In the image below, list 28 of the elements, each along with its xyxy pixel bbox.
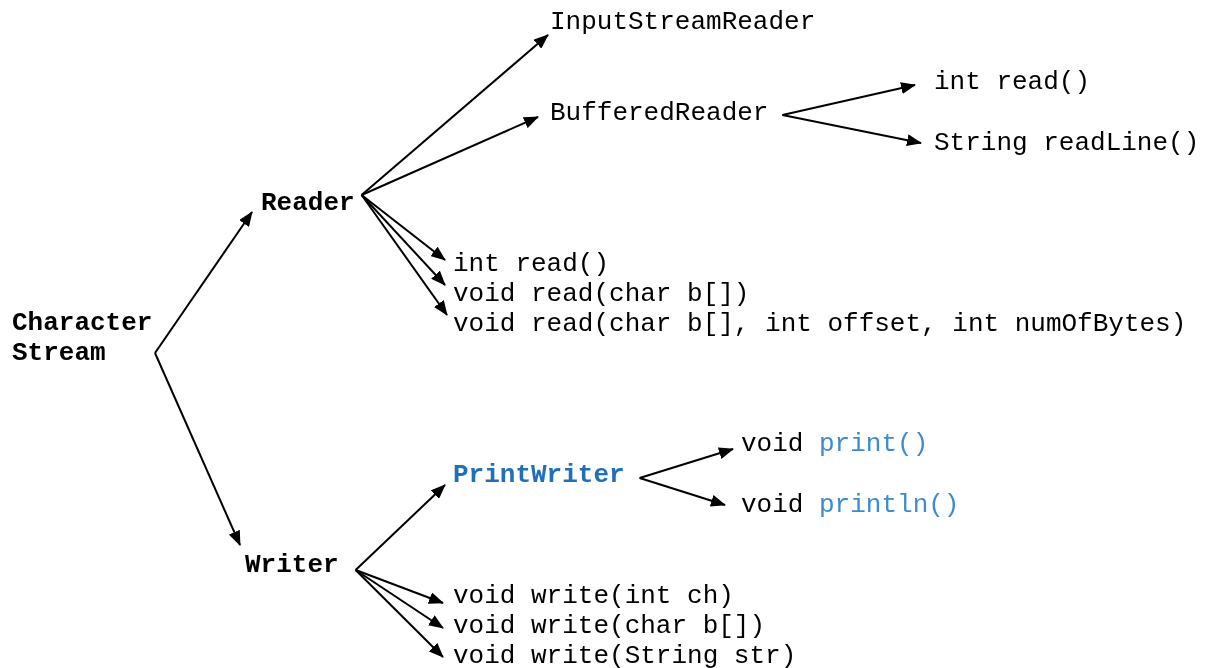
arrow bbox=[781, 82, 916, 116]
method-label: void write(char b[]) bbox=[453, 611, 766, 641]
arrow bbox=[360, 116, 539, 196]
method-label: int read() bbox=[934, 67, 1091, 97]
arrow bbox=[638, 447, 734, 479]
method-label: void read(char b[], int offset, int numOfBytes) bbox=[453, 309, 1187, 339]
arrow bbox=[360, 194, 448, 316]
class-label: Writer bbox=[245, 550, 339, 580]
method-label: void write(int ch) bbox=[453, 581, 734, 611]
class-label: PrintWriter bbox=[453, 460, 625, 490]
method-label: BufferedReader bbox=[550, 98, 769, 128]
arrow bbox=[638, 477, 726, 507]
arrow bbox=[781, 114, 922, 147]
arrow bbox=[354, 569, 444, 658]
method-label: void println() bbox=[741, 490, 960, 520]
class-label: Character Stream bbox=[12, 308, 154, 368]
method-label: InputStreamReader bbox=[550, 7, 816, 37]
class-label: Reader bbox=[261, 188, 355, 218]
method-label: String readLine() bbox=[934, 128, 1200, 158]
arrow bbox=[154, 211, 253, 354]
method-label: void write(String str) bbox=[453, 641, 797, 668]
arrow bbox=[154, 352, 241, 546]
arrow bbox=[360, 34, 549, 196]
method-label: void read(char b[]) bbox=[453, 279, 750, 309]
method-label: void print() bbox=[741, 429, 929, 459]
method-label: int read() bbox=[453, 249, 610, 279]
arrow bbox=[354, 484, 446, 571]
arrow bbox=[360, 194, 446, 261]
